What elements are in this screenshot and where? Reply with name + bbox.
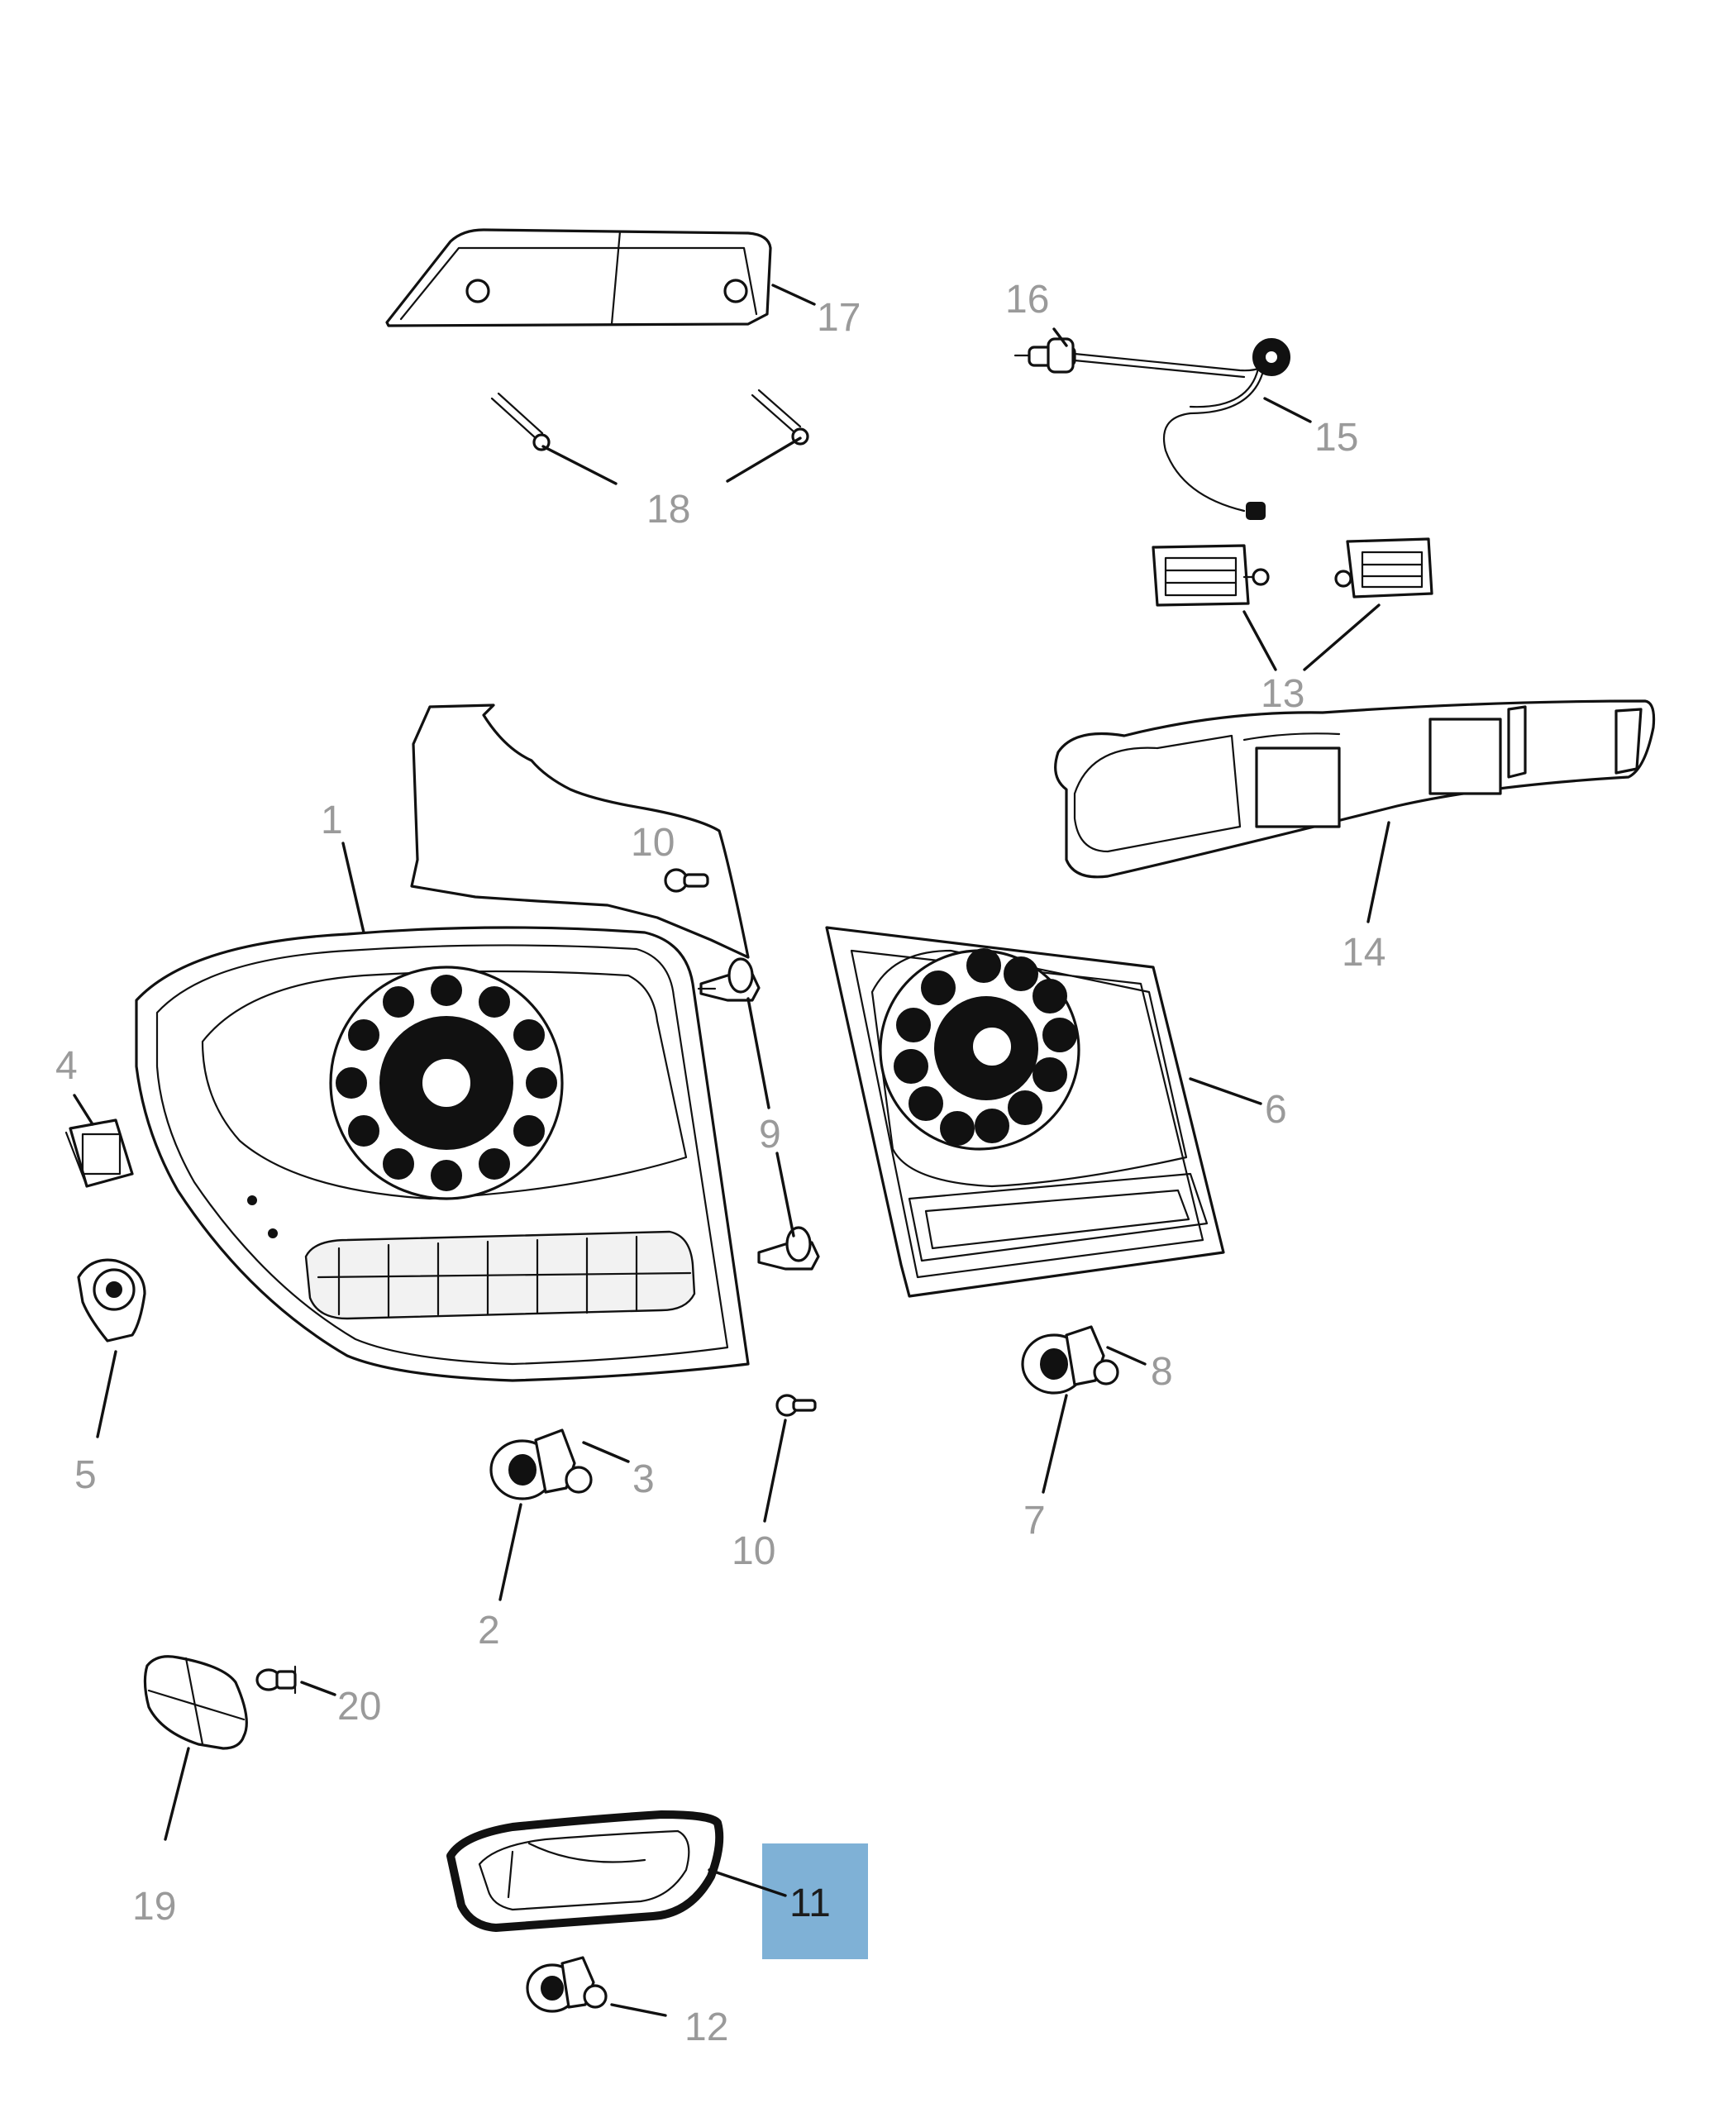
callout-16[interactable]: 16 [1005, 278, 1049, 322]
callout-14[interactable]: 14 [1342, 931, 1385, 975]
callout-10b[interactable]: 10 [732, 1529, 775, 1573]
callouts: 17 18 16 15 13 14 1 10 6 4 9 5 8 7 10 3 … [55, 278, 1385, 2049]
part-15-wiring-harness[interactable] [1073, 338, 1290, 520]
part-1-tail-lamp-outer[interactable] [135, 703, 750, 1382]
part-6-tail-lamp-inner[interactable] [825, 926, 1225, 1298]
callout-4[interactable]: 4 [55, 1044, 78, 1088]
part-20-small-bulb[interactable] [255, 1665, 297, 1695]
callout-15[interactable]: 15 [1314, 416, 1358, 460]
callout-20[interactable]: 20 [337, 1685, 381, 1729]
part-13-license-lamps[interactable] [1152, 537, 1433, 607]
callout-8[interactable]: 8 [1151, 1350, 1173, 1394]
callout-13[interactable]: 13 [1261, 672, 1304, 716]
callout-17[interactable]: 17 [817, 296, 861, 340]
part-5-socket[interactable] [77, 1258, 146, 1343]
part-4-bracket[interactable] [64, 1118, 134, 1188]
callout-10a[interactable]: 10 [631, 821, 675, 865]
callout-9[interactable]: 9 [759, 1113, 781, 1157]
part-10-push-pin-lower[interactable] [775, 1394, 817, 1417]
callout-18[interactable]: 18 [646, 488, 690, 532]
part-10-push-pin-upper[interactable] [664, 868, 709, 893]
callout-6[interactable]: 6 [1265, 1088, 1287, 1132]
callout-7[interactable]: 7 [1023, 1499, 1046, 1543]
callout-11[interactable]: 11 [789, 1881, 831, 1925]
part-3-bulb[interactable] [534, 1428, 593, 1494]
callout-12[interactable]: 12 [684, 2005, 728, 2049]
part-19-lens[interactable] [143, 1655, 248, 1750]
part-18-screws[interactable] [490, 389, 809, 451]
part-14-lamp-bar[interactable] [1054, 699, 1656, 879]
part-17-stop-lamp[interactable] [385, 228, 772, 327]
callout-2[interactable]: 2 [478, 1609, 500, 1653]
callout-1[interactable]: 1 [321, 799, 343, 842]
part-11-bezel[interactable] [446, 1810, 724, 1932]
highlight-box [762, 1843, 868, 1959]
callout-5[interactable]: 5 [74, 1453, 97, 1497]
callout-3[interactable]: 3 [632, 1457, 655, 1501]
part-12-socket[interactable] [526, 1956, 608, 2013]
part-8-bulb[interactable] [1065, 1325, 1119, 1386]
leader-lines [73, 284, 1390, 2017]
callout-19[interactable]: 19 [132, 1885, 176, 1929]
part-16-bulb[interactable] [1013, 337, 1076, 374]
